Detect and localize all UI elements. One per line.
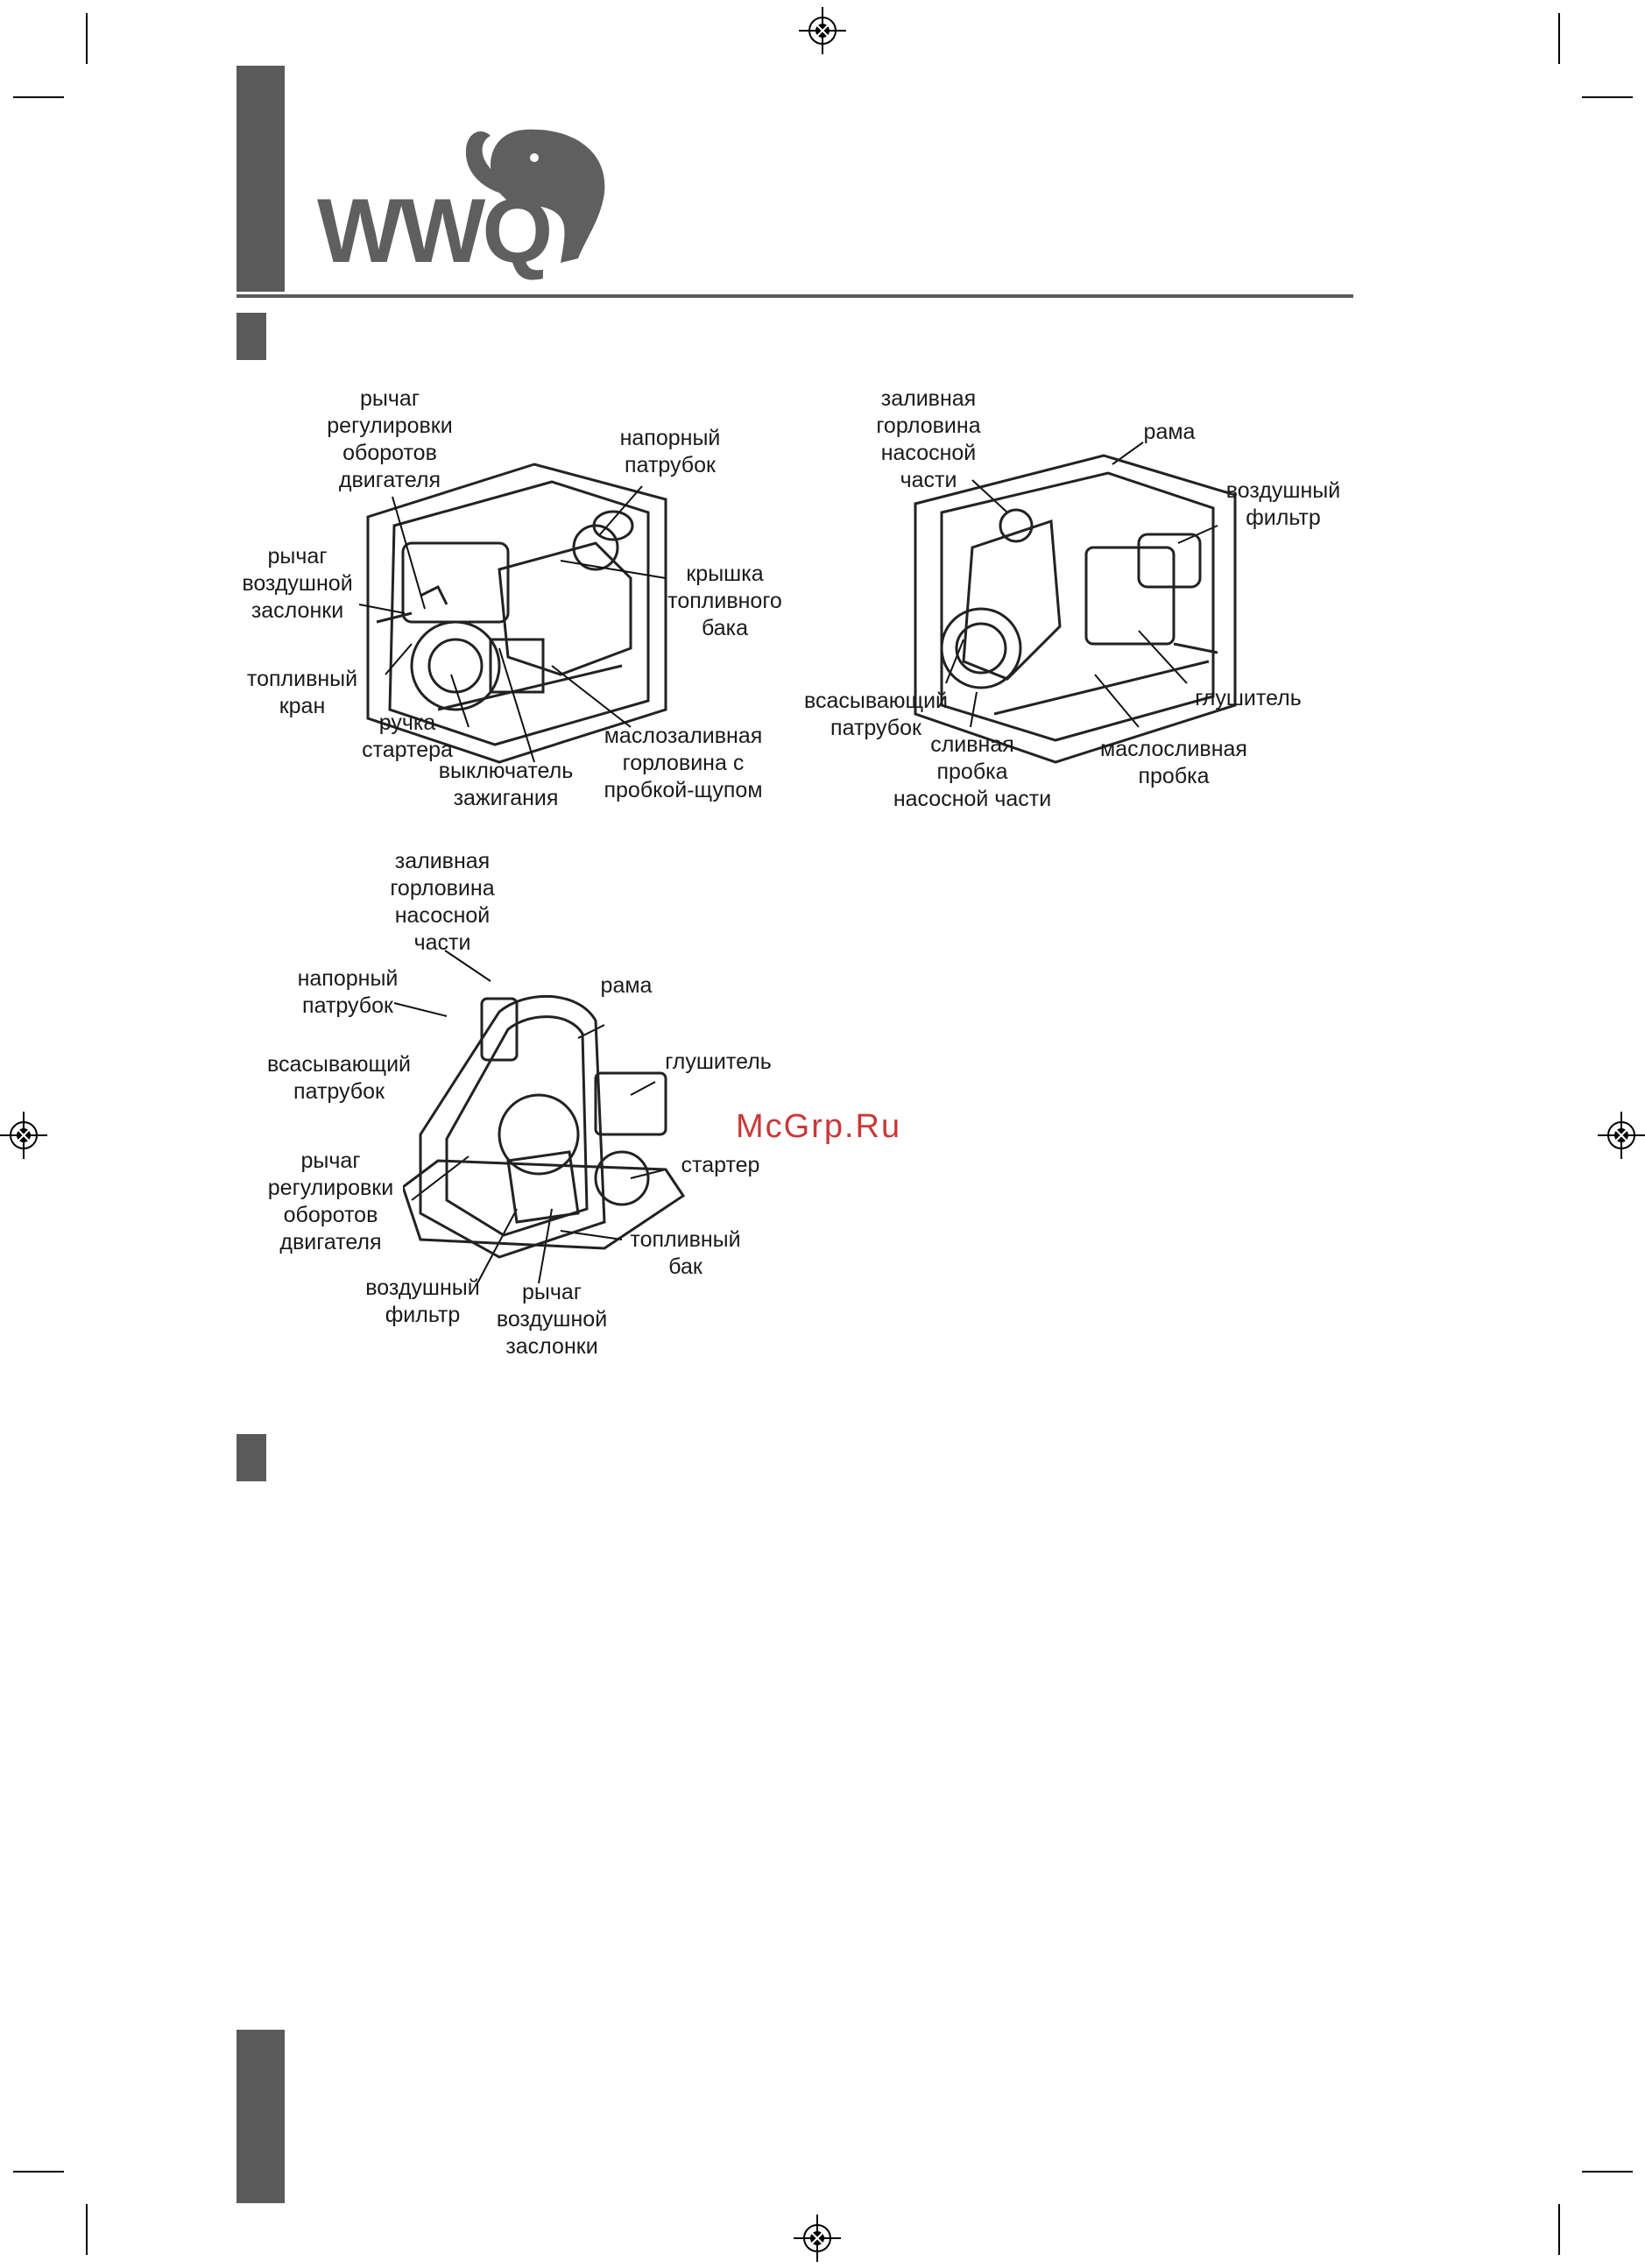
label-throttle-lever-3: рычаг регулировки оборотов двигателя (267, 1148, 394, 1254)
label-oil-filler: маслозаливная горловина с пробкой-щупом (604, 724, 763, 802)
label-air-filter: воздушный фильтр (1225, 478, 1341, 530)
crop-mark (13, 2171, 64, 2173)
label-starter-3: стартер (681, 1153, 760, 1177)
label-muffler: глушитель (1195, 686, 1302, 710)
label-ignition-switch: выключатель зажигания (438, 759, 574, 810)
header-sidebar-bar (237, 66, 285, 292)
label-suction-port: всасывающий патрубок (803, 689, 949, 740)
pump-figure-1 (366, 463, 667, 764)
elephant-logo-icon (465, 129, 605, 263)
label-suction-port-3: всасывающий патрубок (266, 1052, 412, 1104)
label-frame-3: рама (600, 973, 653, 998)
label-choke-lever: рычаг воздушной заслонки (242, 544, 353, 623)
section-marker-1 (237, 313, 266, 360)
footer-sidebar-bar (237, 2030, 285, 2203)
label-muffler-3: глушитель (665, 1049, 772, 1074)
registration-mark-top (799, 7, 846, 54)
label-oil-drain: маслосливная пробка (1100, 737, 1247, 788)
pump-figure-2 (914, 454, 1237, 764)
pump-figure-3 (403, 994, 686, 1259)
label-discharge-port: напорный патрубок (619, 426, 721, 477)
registration-mark-left (0, 1112, 47, 1159)
crop-mark (86, 13, 88, 64)
header-divider (237, 294, 1353, 298)
label-choke-lever-3: рычаг воздушной заслонки (496, 1280, 608, 1359)
crop-mark (1582, 2171, 1633, 2173)
crop-mark (1558, 2204, 1560, 2255)
label-air-filter-3: воздушный фильтр (365, 1275, 480, 1327)
crop-mark (1582, 96, 1633, 98)
crop-mark (1558, 13, 1560, 64)
label-pump-filler: заливная горловина насосной части (876, 386, 981, 492)
label-throttle-lever: рычаг регулировки оборотов двигателя (327, 386, 453, 492)
label-pump-drain: сливная пробка насосной части (893, 732, 1052, 811)
brand-logo-text: WWQ (317, 180, 553, 282)
label-discharge-port-3: напорный патрубок (297, 966, 399, 1018)
label-frame: рама (1143, 420, 1196, 444)
crop-mark (86, 2204, 88, 2255)
label-pump-filler-3: заливная горловина насосной части (390, 849, 495, 955)
label-fuel-valve: топливный кран (246, 667, 358, 718)
registration-mark-right (1598, 1112, 1645, 1159)
watermark-text: McGrp.Ru (736, 1108, 902, 1145)
label-starter-handle: ручка стартера (362, 710, 453, 762)
registration-mark-bottom (794, 2215, 841, 2262)
label-fuel-tank-cap: крышка топливного бака (667, 562, 782, 640)
crop-mark (13, 96, 64, 98)
section-marker-2 (237, 1434, 266, 1481)
label-fuel-tank-3: топливный бак (630, 1227, 741, 1279)
